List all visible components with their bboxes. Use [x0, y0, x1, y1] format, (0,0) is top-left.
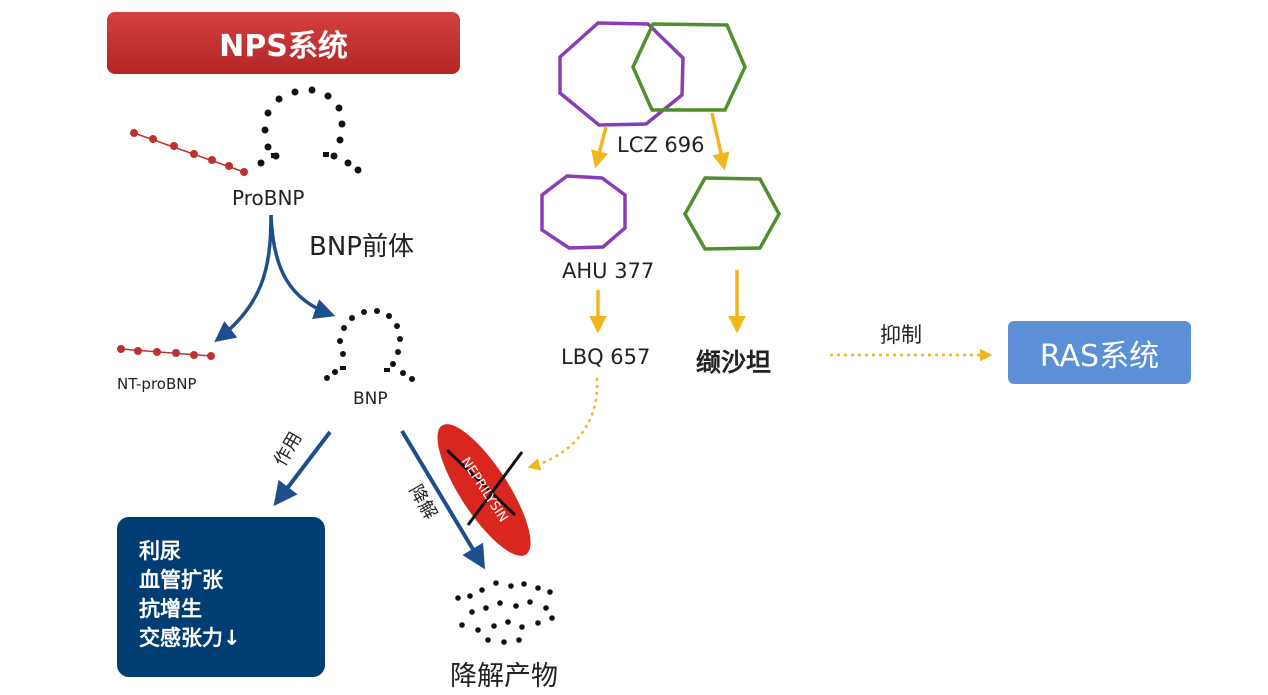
nps-system-box: NPS系统: [107, 12, 460, 74]
degradation-fragments: [455, 580, 555, 645]
valsartan-ring: [682, 176, 781, 251]
arrow-lcz-to-valsartan: [710, 112, 730, 171]
lcz696-purple-ring: [558, 21, 685, 127]
bnp-ring: [324, 308, 415, 382]
arrow-lbq-inhibits-neprilysin: [527, 377, 599, 471]
arrow-action: [273, 430, 332, 507]
lbq657-label: LBQ 657: [561, 345, 651, 369]
arrow-lcz-to-ahu: [591, 126, 609, 169]
neprilysin-enzyme: [437, 424, 531, 556]
neprilysin-inhibited-cross: [445, 448, 524, 526]
nps-system-label: NPS系统: [219, 29, 348, 64]
probnp-ring: [257, 86, 362, 174]
inhibit-label: 抑制: [880, 323, 922, 347]
arrow-degrade: [400, 429, 486, 570]
bnp-effects-box: 利尿 血管扩张 抗增生 交感张力↓: [117, 517, 325, 677]
effect-sympathetic-tone: 交感张力↓: [139, 626, 241, 650]
probnp-nterminal-chain: [130, 129, 248, 176]
nt-probnp-label: NT-proBNP: [117, 375, 197, 393]
lcz696-green-ring: [631, 22, 747, 112]
arrow-to-bnp: [269, 214, 336, 319]
ahu377-ring: [540, 174, 627, 250]
effect-antiproliferation: 抗增生: [139, 597, 202, 621]
nt-probnp-chain: [117, 345, 215, 360]
probnp-label: ProBNP: [232, 186, 305, 210]
ahu377-label: AHU 377: [562, 259, 655, 283]
effect-diuresis: 利尿: [139, 539, 181, 563]
bnp-label: BNP: [353, 389, 388, 409]
ras-system-box: RAS系统: [1008, 321, 1191, 384]
bnp-precursor-label: BNP前体: [309, 232, 414, 262]
degradation-products-label: 降解产物: [450, 661, 558, 692]
label-action: 作用: [270, 428, 306, 470]
lcz696-label: LCZ 696: [617, 133, 705, 157]
arrow-to-nt-probnp: [214, 214, 273, 343]
ras-system-label: RAS系统: [1039, 338, 1160, 374]
effect-vasodilation: 血管扩张: [139, 568, 223, 592]
valsartan-label: 缬沙坦: [696, 348, 772, 377]
